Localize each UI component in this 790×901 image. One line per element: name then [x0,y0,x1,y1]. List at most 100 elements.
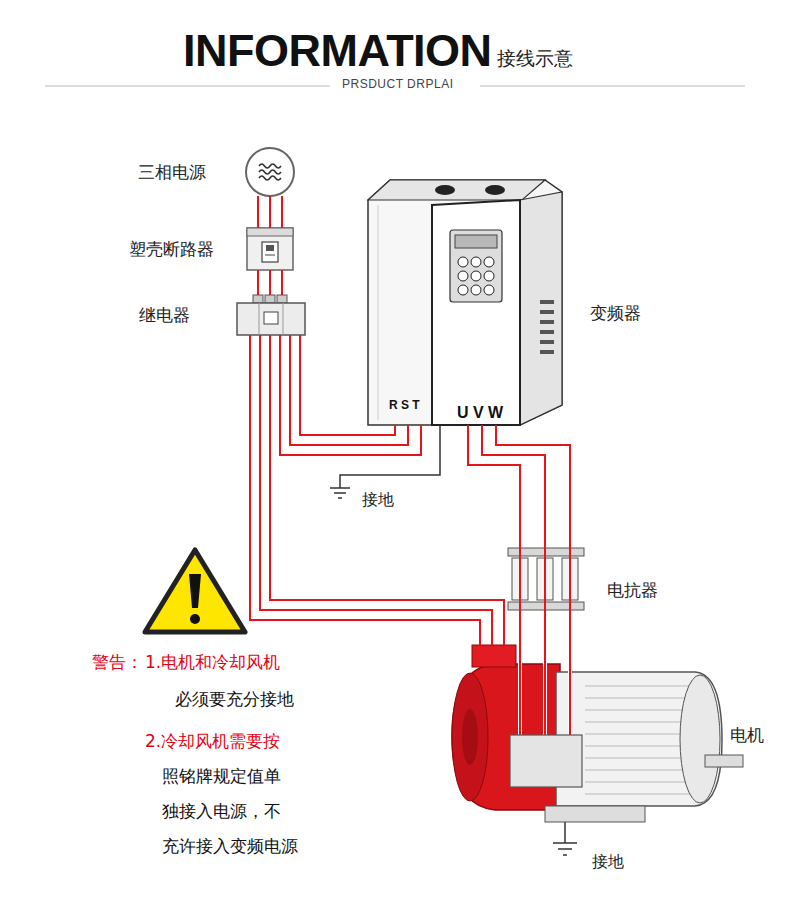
wire [281,270,283,295]
warning-triangle [145,550,245,632]
node-label: 变频器 [590,303,641,323]
breaker-top [247,228,293,236]
ground-symbol [553,843,577,855]
wire-bundle [520,610,570,645]
wire [468,425,520,548]
key [484,257,494,267]
warning-heading: 警告： [92,644,143,681]
vent [540,330,554,334]
wire [281,196,283,228]
motor-shaft [705,755,743,767]
wire [569,610,571,645]
node-label: 三相电源 [138,162,206,182]
diagram-title: INFORMATION [183,24,492,78]
node-label: 电机 [730,725,764,745]
wire-bundle [280,335,421,455]
key [458,257,468,267]
relay-terminal [253,295,263,303]
inverter-fan [485,185,505,195]
motor-fins [585,686,690,794]
wire [269,196,271,228]
inverter-top [368,180,545,200]
fan-face [452,673,488,801]
key [484,271,494,281]
motor-wire [520,645,570,735]
vent [540,300,554,304]
node-label: 电抗器 [607,580,658,600]
wire [260,335,492,645]
subtitle-en: PRSDUCT DRPLAI [342,77,453,91]
relay-terminal [277,295,287,303]
relay: 继电器 [237,295,305,335]
wire-outline [520,645,570,735]
keypad [450,230,502,302]
warning-dot [190,614,200,624]
key [484,285,494,295]
relay-division [259,303,260,335]
wire [482,425,545,548]
key [471,271,481,281]
ac-wave [259,170,281,174]
wire-bundle [258,270,282,295]
inverter: 变频器R S TU V W [365,178,562,425]
key [471,257,481,267]
wire [300,335,395,435]
node-label: 塑壳断路器 [129,239,214,259]
wire-bundle [258,196,282,228]
wire [544,610,546,645]
terminal-label: U V W [457,403,503,422]
ground-label: 接地 [592,852,624,871]
vent [540,310,554,314]
warning-note: 1.电机和冷却风机 必须要充分接地 [145,644,300,718]
reactor: 电抗器 [510,548,582,610]
wire [250,335,480,645]
wire-bundle [250,335,504,645]
wire [270,335,504,645]
wire-bundle [468,425,570,548]
keypad-screen [455,235,497,248]
vent [540,350,554,354]
inverter-cover [432,200,520,425]
key [458,285,468,295]
motor: 电机 [448,645,722,823]
subtitle: 接线示意 [497,47,573,70]
motor-foot [545,806,645,822]
wire [257,270,259,295]
vent [540,340,554,344]
breaker-switch [262,242,278,262]
relay-body [237,303,305,335]
terminal-label: R S T [389,398,420,412]
ground-wire [564,822,566,843]
wire [496,425,570,548]
fan-hub [462,709,478,765]
header-rule [480,86,745,87]
housing-edge [378,205,379,420]
ground-label: 接地 [362,490,394,509]
warning-mark [189,574,201,608]
relay-window [264,312,278,324]
key [458,271,468,281]
ac-wave [259,164,281,168]
source-symbol [246,148,294,196]
ground-symbol [330,488,350,498]
breaker-toggle [266,245,274,251]
terminal-box [510,735,582,787]
wire [280,335,421,455]
wire [269,270,271,295]
node-label: 继电器 [139,305,190,325]
breaker-body [247,228,293,270]
warning-note: 2.冷却风机需要按 照铭牌规定值单 独接入电源，不 充许接入变频电源 [145,724,312,864]
header-rule [45,86,330,87]
inverter-fan [435,185,455,195]
breaker-mark [265,255,275,256]
wire [257,196,259,228]
motor-end-cap [680,675,720,803]
inverter-housing [368,180,562,425]
vent [540,320,554,324]
power-source: 三相电源 [246,148,294,196]
circuit-breaker: 塑壳断路器 [247,228,293,270]
